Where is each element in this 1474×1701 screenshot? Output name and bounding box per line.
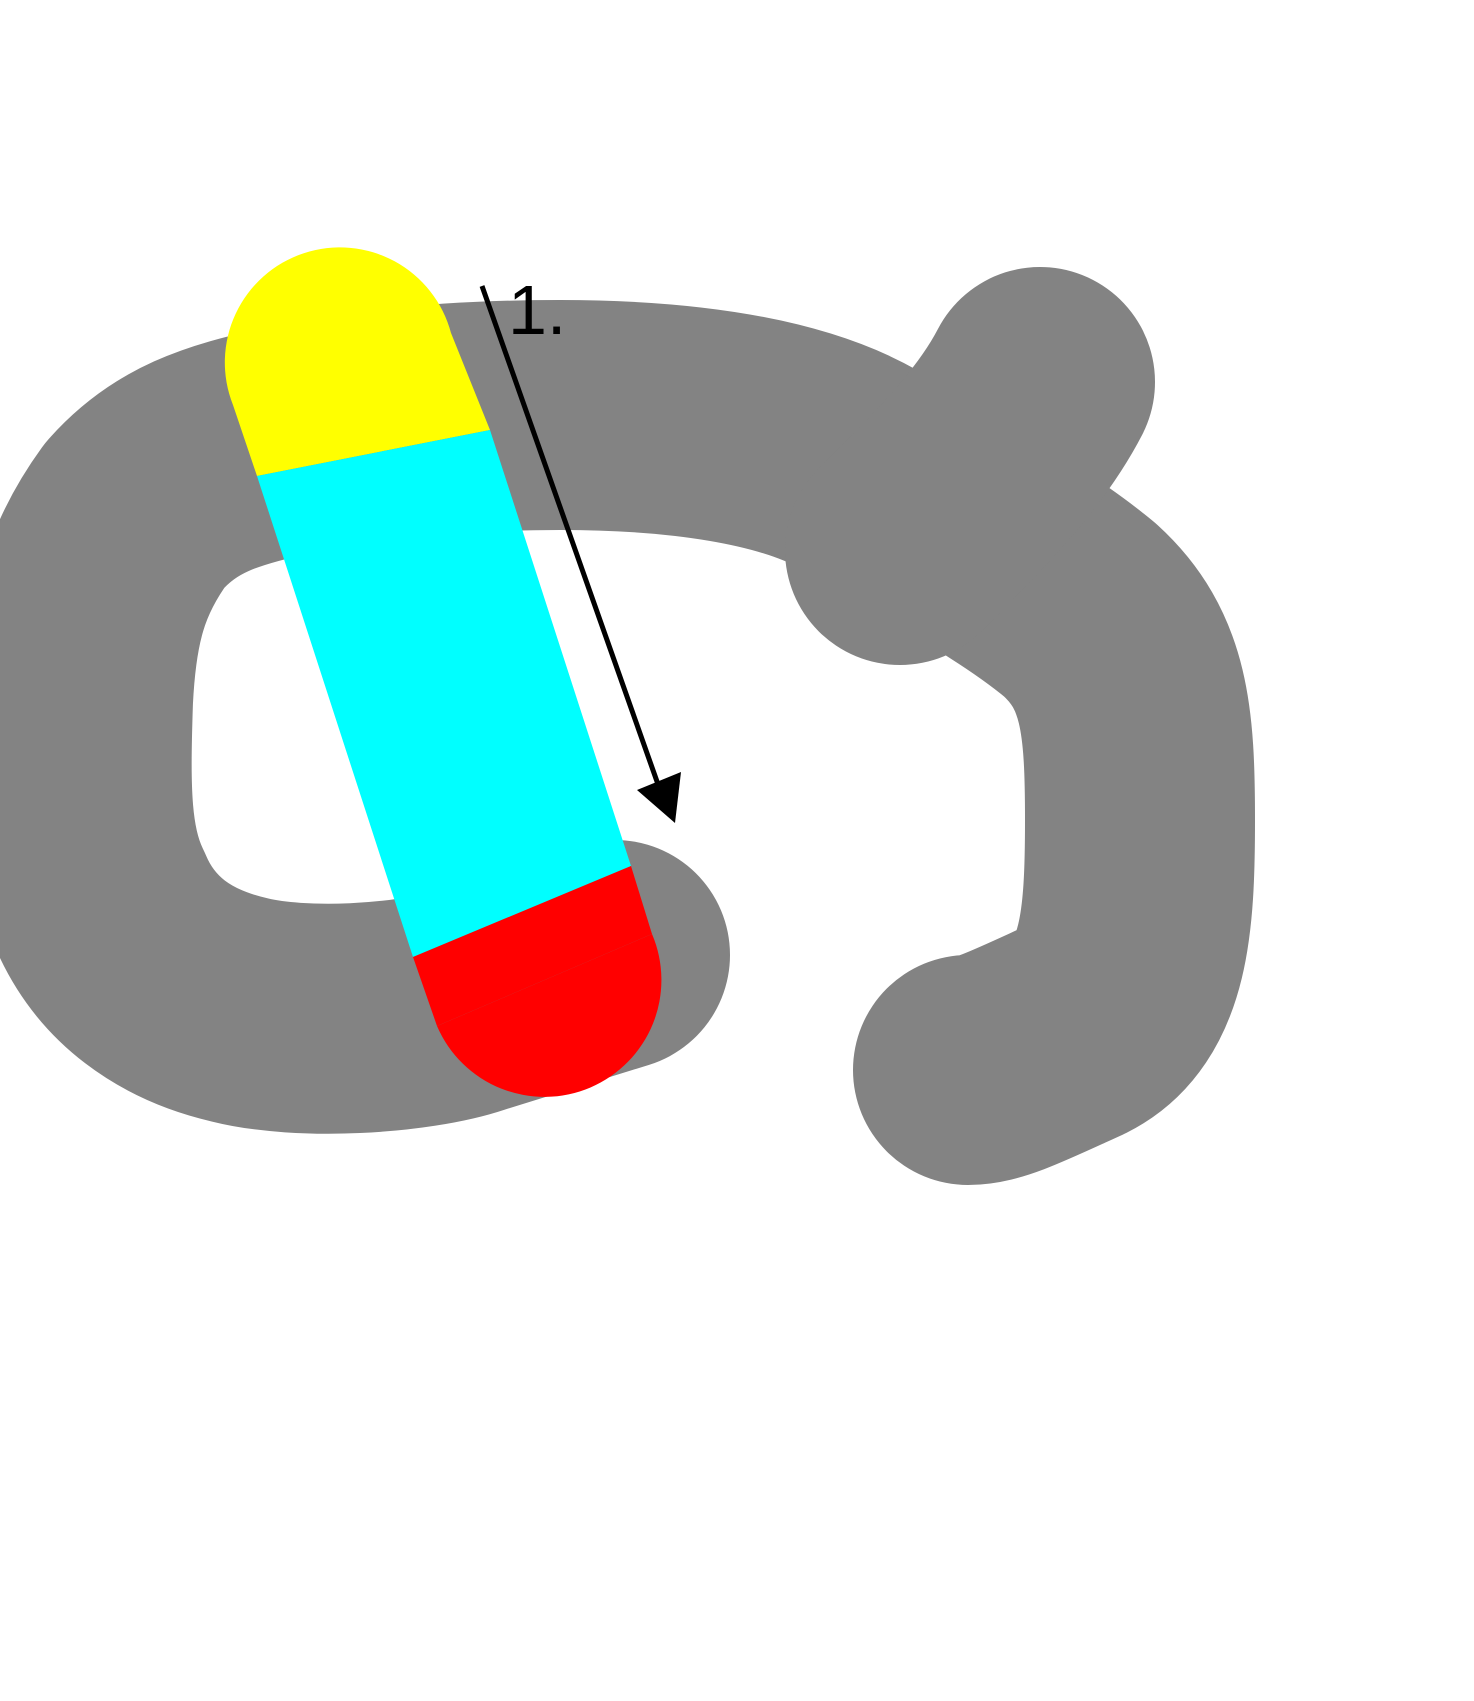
arrow-shaft [479,285,663,791]
direction-arrow [479,285,681,823]
segment-start-cap [224,247,490,476]
segment-body [257,430,631,957]
letter-tail-path [785,267,1155,665]
arrow-head [637,772,681,823]
segment-end-band [413,866,652,1026]
step-label: 1. [508,271,566,349]
stroke-segment [224,247,662,1097]
segment-end-cap [437,934,662,1097]
